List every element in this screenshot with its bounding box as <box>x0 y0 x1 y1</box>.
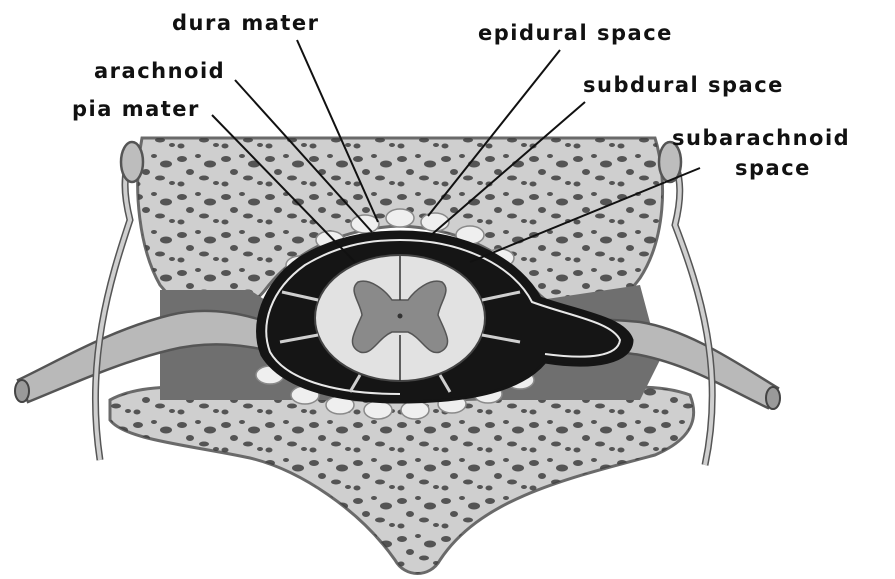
vertebral-body-lower <box>110 387 694 573</box>
label-subarachnoid-line1: subarachnoid <box>672 126 850 150</box>
label-dura-mater: dura mater <box>172 11 320 35</box>
label-pia-mater: pia mater <box>72 97 200 121</box>
label-subdural-space: subdural space <box>583 73 784 97</box>
label-arachnoid: arachnoid <box>94 59 225 83</box>
label-subarachnoid-line2: space <box>735 156 811 180</box>
label-epidural-space: epidural space <box>478 21 673 45</box>
